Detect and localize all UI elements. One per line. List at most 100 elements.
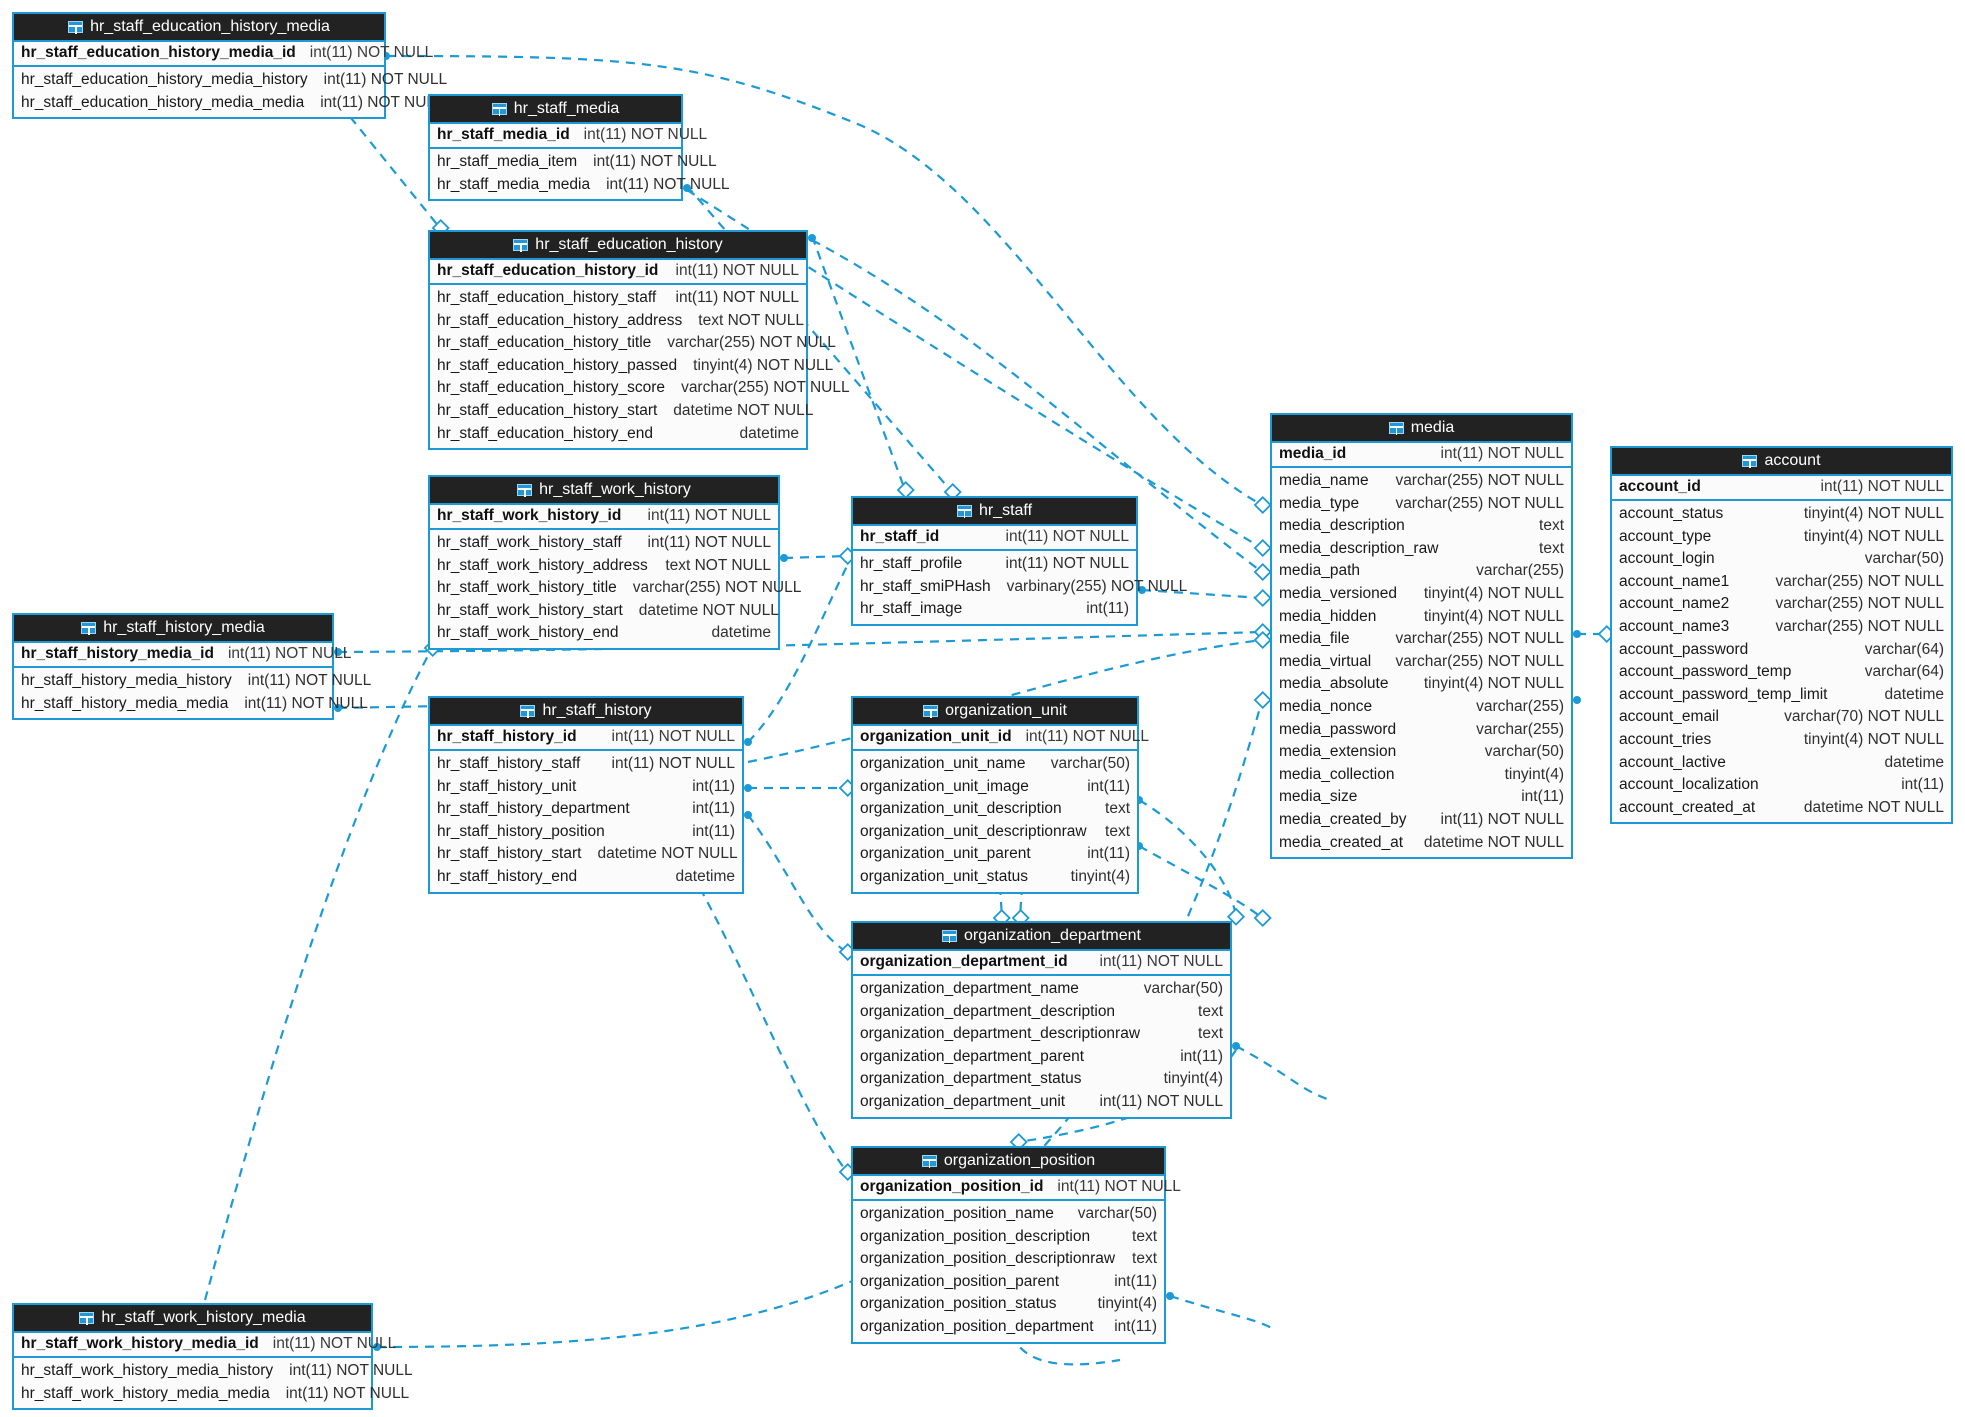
er-table-hr_staff_media[interactable]: hr_staff_media hr_staff_media_id int(11)… [428,94,730,202]
primary-key-row[interactable]: hr_staff_education_history_media_id int(… [14,42,433,67]
primary-key-row[interactable]: media_id int(11) NOT NULL [1272,443,1571,468]
er-table-hr_staff_education_history[interactable]: hr_staff_education_history hr_staff_educ… [428,230,850,451]
table-header[interactable]: hr_staff_education_history_media [14,14,384,42]
er-table-organization_position[interactable]: organization_position organization_posit… [851,1146,1181,1344]
primary-key-row[interactable]: organization_department_id int(11) NOT N… [853,951,1230,976]
er-table-organization_unit[interactable]: organization_unit organization_unit_id i… [851,696,1149,894]
table-header[interactable]: organization_unit [853,698,1137,726]
column-row[interactable]: hr_staff_education_history_media_history… [14,69,447,92]
table-header[interactable]: organization_position [853,1148,1164,1176]
table-header[interactable]: hr_staff_work_history_media [14,1305,371,1333]
table-header[interactable]: hr_staff_history_media [14,615,332,643]
primary-key-row[interactable]: hr_staff_id int(11) NOT NULL [853,526,1136,551]
primary-key-row[interactable]: hr_staff_work_history_id int(11) NOT NUL… [430,505,778,530]
primary-key-row[interactable]: hr_staff_work_history_media_id int(11) N… [14,1333,396,1358]
table-header[interactable]: hr_staff_education_history [430,232,806,260]
primary-key-row[interactable]: organization_position_id int(11) NOT NUL… [853,1176,1181,1201]
table-header[interactable]: account [1612,448,1951,476]
table-header[interactable]: hr_staff_history [430,698,742,726]
primary-key-row[interactable]: hr_staff_history_id int(11) NOT NULL [430,726,742,751]
er-table-media[interactable]: media media_id int(11) NOT NULL media_na… [1270,413,1573,860]
table-header[interactable]: media [1272,415,1571,443]
primary-key-row[interactable]: hr_staff_education_history_id int(11) NO… [430,260,806,285]
er-table-hr_staff_work_history[interactable]: hr_staff_work_history hr_staff_work_hist… [428,475,801,650]
er-table-account[interactable]: account account_id int(11) NOT NULL acco… [1610,446,1953,825]
table-header[interactable]: organization_department [853,923,1230,951]
er-table-hr_staff_education_history_media[interactable]: hr_staff_education_history_media hr_staf… [12,12,447,120]
er-table-hr_staff[interactable]: hr_staff hr_staff_id int(11) NOT NULL hr… [851,496,1187,626]
table-header[interactable]: hr_staff [853,498,1136,526]
primary-key-row[interactable]: hr_staff_history_media_id int(11) NOT NU… [14,643,351,668]
primary-key-row[interactable]: account_id int(11) NOT NULL [1612,476,1951,501]
er-table-organization_department[interactable]: organization_department organization_dep… [851,921,1232,1119]
primary-key-row[interactable]: organization_unit_id int(11) NOT NULL [853,726,1149,751]
